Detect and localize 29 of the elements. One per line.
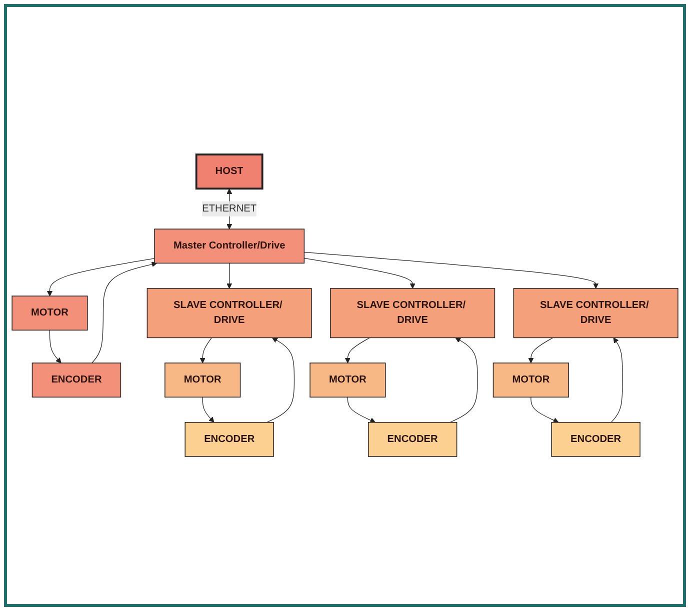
node-box: MOTOR <box>492 362 569 398</box>
node-box: MOTOR <box>164 362 241 398</box>
node-box: ENCODER <box>551 422 640 457</box>
arrow <box>528 337 554 364</box>
node-box: HOST <box>195 154 264 190</box>
node-box: MOTOR <box>310 362 386 398</box>
arrow <box>610 337 623 423</box>
arrow <box>46 258 155 296</box>
node-box: ENCODER <box>184 422 274 457</box>
node-box: Master Controller/Drive <box>154 228 305 264</box>
arrow <box>344 337 370 364</box>
node-box: ENCODER <box>32 362 122 398</box>
node-box: MOTOR <box>12 296 88 331</box>
arrow <box>266 337 295 423</box>
arrow <box>92 262 158 364</box>
arrow <box>530 396 559 423</box>
node-box: ENCODER <box>368 422 458 457</box>
arrow <box>49 330 62 364</box>
arrow <box>200 337 212 364</box>
node-box: SLAVE CONTROLLER/ DRIVE <box>330 288 496 338</box>
edge-label: ETHERNET <box>202 203 257 214</box>
arrow <box>226 262 232 289</box>
arrow <box>450 337 478 423</box>
arrow <box>304 252 599 289</box>
node-box: SLAVE CONTROLLER/ DRIVE <box>513 288 678 338</box>
arrow <box>304 258 416 289</box>
arrow <box>347 396 376 423</box>
node-box: SLAVE CONTROLLER/ DRIVE <box>146 288 312 338</box>
arrow <box>202 396 214 423</box>
